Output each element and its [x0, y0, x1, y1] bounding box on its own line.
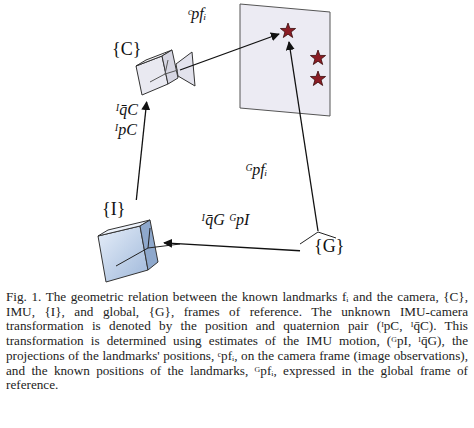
frame-label: {I}	[102, 200, 125, 220]
camera-symbol	[136, 50, 195, 95]
global-landmark-arrow	[289, 42, 318, 231]
landmark-star	[310, 71, 325, 86]
imu-symbol	[98, 220, 180, 282]
vector-label-text: ᴳpfᵢ	[244, 161, 268, 178]
frame-node: {I}	[100, 200, 164, 282]
transform-label: ᴵq̄G ᴳpI	[200, 210, 310, 230]
vector-label: ᴳpfᵢ	[244, 160, 304, 180]
figure-caption: Fig. 1. The geometric relation between t…	[6, 290, 468, 393]
frame-node: {C}	[110, 38, 190, 102]
image-plane	[240, 4, 330, 116]
vector-label: ᶜpfᵢ	[186, 4, 246, 24]
transform-arrow	[164, 243, 300, 251]
camera-landmark-arrow	[180, 34, 279, 70]
transform-label-text: ᴵq̄G ᴳpI	[200, 211, 250, 228]
landmark-star	[280, 23, 295, 38]
frame-node: {G}	[300, 225, 360, 280]
frame-label: {G}	[314, 237, 344, 257]
transform-label-text: ᴵq̄C ᴵpC	[114, 101, 138, 138]
frame-label: {C}	[112, 40, 141, 60]
landmark-star	[310, 50, 325, 65]
transform-label: ᴵq̄C ᴵpC	[94, 100, 138, 140]
vector-label-text: ᶜpfᵢ	[186, 5, 207, 22]
